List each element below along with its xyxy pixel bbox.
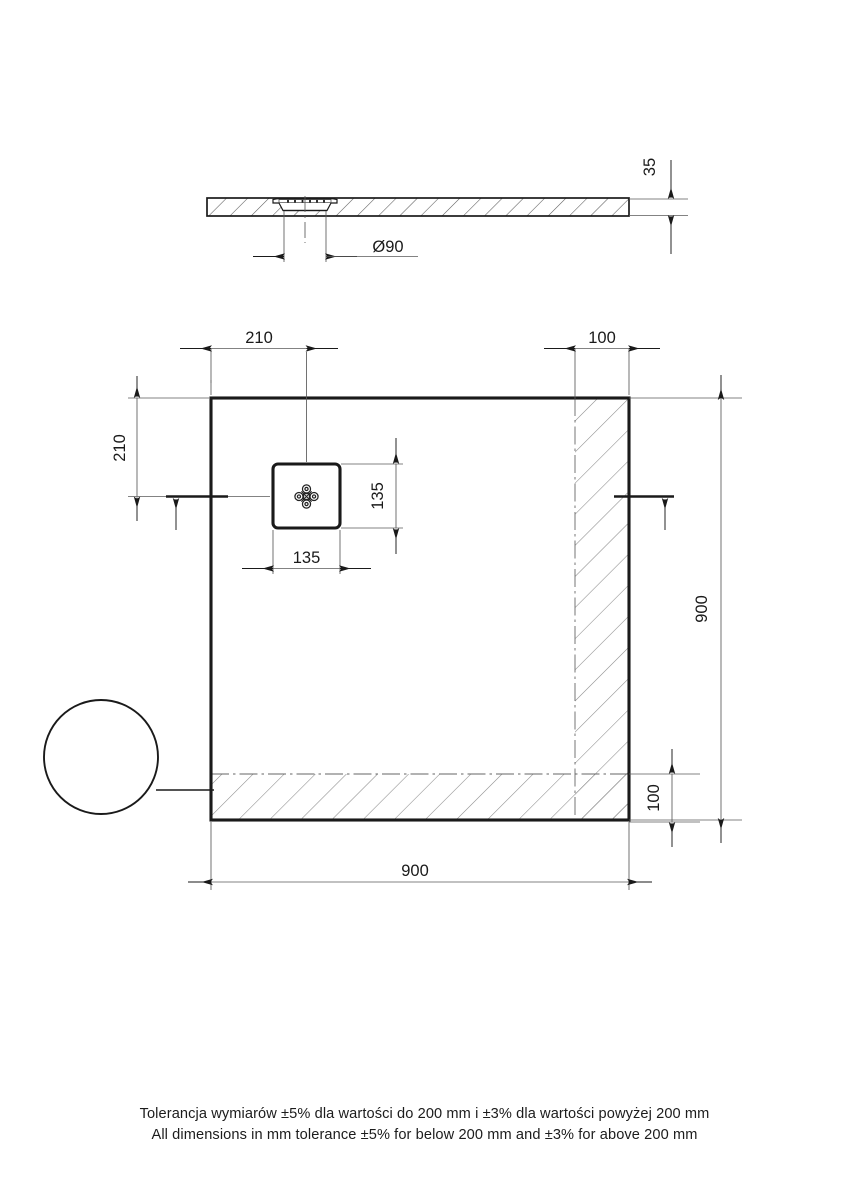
dim-drain-width-label: 135 xyxy=(293,549,321,567)
tolerance-note-en: All dimensions in mm tolerance ±5% for b… xyxy=(151,1127,698,1143)
jigsaw-callout-group xyxy=(40,684,214,815)
dim-thickness: 35 xyxy=(629,158,688,254)
dim-cut-zone-bottom: 100 xyxy=(629,749,700,847)
cut-zone-bottom-hatch xyxy=(211,774,629,820)
dim-cut-zone-right: 100 xyxy=(544,329,660,400)
dim-overall-width-label: 900 xyxy=(401,862,429,880)
dim-cut-zone-bottom-label: 100 xyxy=(645,784,663,812)
tolerance-notes: Tolerancja wymiarów ±5% dla wartości do … xyxy=(0,1104,849,1146)
right-edge-level-marker xyxy=(614,495,674,530)
dim-overall-height: 900 xyxy=(629,375,742,843)
dim-drain-diameter-label: Ø90 xyxy=(372,238,403,256)
dim-drain-offset-y-label: 210 xyxy=(111,434,129,462)
left-edge-level-marker xyxy=(166,495,228,530)
plan-view-group: 210 100 210 xyxy=(111,329,742,890)
dim-drain-height-label: 135 xyxy=(369,482,387,510)
dim-cut-zone-right-label: 100 xyxy=(588,329,616,347)
section-view-group: Ø90 35 xyxy=(206,158,688,262)
dim-overall-width: 900 xyxy=(188,822,652,890)
section-slab xyxy=(206,197,630,217)
dim-overall-height-label: 900 xyxy=(693,595,711,623)
dim-drain-offset-x: 210 xyxy=(180,329,338,462)
dim-drain-diameter: Ø90 xyxy=(253,238,418,260)
callout-circle xyxy=(43,699,159,815)
dim-drain-height: 135 xyxy=(341,438,403,554)
dim-drain-width: 135 xyxy=(242,530,371,574)
dim-thickness-label: 35 xyxy=(641,158,659,176)
tolerance-note-pl: Tolerancja wymiarów ±5% dla wartości do … xyxy=(139,1106,710,1122)
cut-zone-right-hatch xyxy=(575,398,629,820)
tray-outline xyxy=(209,396,631,822)
dim-drain-offset-x-label: 210 xyxy=(245,329,273,347)
